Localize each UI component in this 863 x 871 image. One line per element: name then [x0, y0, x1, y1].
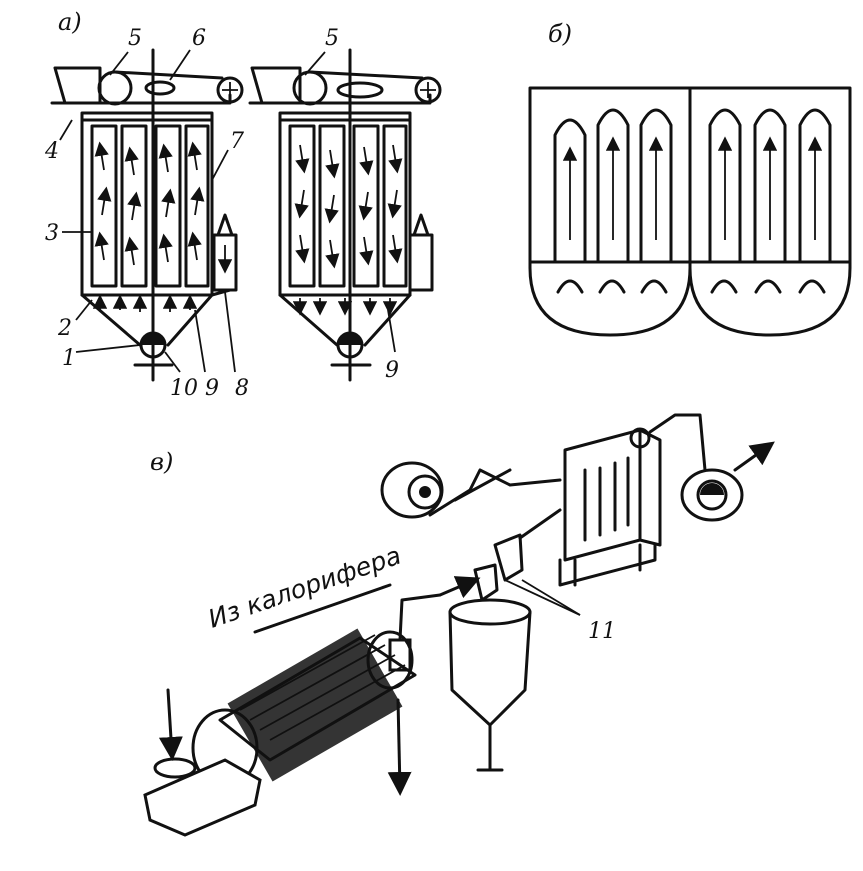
product-bunker — [448, 598, 532, 772]
blower-fan — [380, 461, 444, 519]
shaker-mechanism-right — [336, 81, 384, 99]
bag-section-right — [688, 86, 852, 337]
callout-leaders-a — [59, 49, 396, 373]
callout-11: 11 — [588, 619, 616, 644]
callout-6: 6 — [192, 26, 206, 51]
callout-5-left: 5 — [128, 26, 142, 51]
side-tank-left — [212, 233, 238, 292]
fan-wheel-left — [97, 70, 133, 106]
panel-label-v: в) — [150, 448, 173, 476]
callout-7: 7 — [230, 129, 244, 154]
shaker-motor-right — [414, 76, 442, 104]
callout-9-right: 9 — [385, 358, 399, 383]
panel-a-diagram — [50, 48, 442, 382]
callout-3: 3 — [45, 221, 59, 246]
drying-drum — [143, 628, 417, 837]
exhaust-fan — [680, 468, 744, 522]
shaker-mechanism-left — [144, 80, 176, 96]
panel-v-diagram — [143, 413, 775, 837]
panel-b-diagram — [528, 86, 852, 337]
callout-5-right: 5 — [325, 26, 339, 51]
bag-section-left — [528, 86, 692, 337]
callout-8: 8 — [235, 376, 249, 401]
panel-label-b: б) — [548, 20, 572, 48]
bag-1 — [90, 124, 118, 288]
callout-1: 1 — [62, 346, 76, 371]
bag-4 — [184, 124, 210, 288]
bag-filter-right — [248, 48, 442, 382]
callout-9-left: 9 — [205, 376, 219, 401]
bag-filter-unit — [558, 427, 662, 587]
flow-caption-from-heater: Из калорифера — [205, 541, 405, 634]
shaker-motor-left — [216, 76, 244, 104]
bag-3 — [154, 124, 182, 288]
bag-filter-left — [50, 48, 244, 382]
callout-2: 2 — [57, 316, 72, 341]
bag-2 — [120, 124, 148, 288]
fan-housing-left — [53, 66, 102, 105]
callout-10: 10 — [170, 376, 198, 401]
cyclones — [438, 508, 562, 602]
panel-label-a: а) — [58, 8, 82, 36]
callout-4: 4 — [44, 139, 59, 164]
